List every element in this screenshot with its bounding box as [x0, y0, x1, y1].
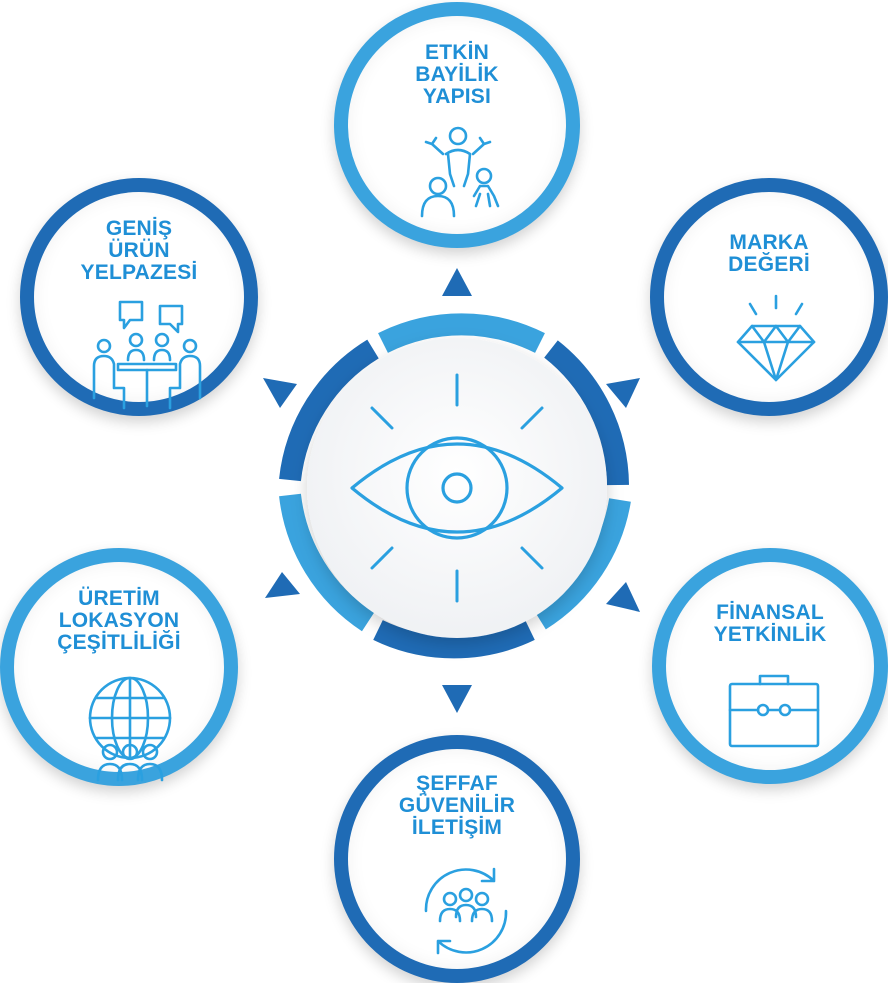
- ring-segment: [279, 339, 379, 482]
- ring-segment: [534, 498, 631, 630]
- arrow-upper-right: [606, 378, 640, 408]
- node-finansal-yetkinlik: FİNANSAL YETKİNLİK: [652, 548, 888, 784]
- node-title: ÜRETİM LOKASYON ÇEŞİTLİLİĞİ: [57, 587, 181, 654]
- briefcase-icon: [728, 674, 820, 748]
- node-title: MARKA DEĞERİ: [728, 231, 810, 276]
- node-title: GENİŞ ÜRÜN YELPAZESİ: [80, 217, 198, 284]
- ring-segment: [373, 620, 535, 659]
- ring-segment: [279, 493, 375, 632]
- arrow-down: [442, 685, 472, 713]
- node-seffaf-iletisim: ŞEFFAF GÜVENİLİR İLETİŞİM: [334, 735, 580, 983]
- arrow-upper-left: [263, 378, 297, 408]
- globe-people-icon: [88, 676, 172, 782]
- center-disc: [307, 338, 607, 638]
- node-etkin-bayilik: ETKİN BAYİLİK YAPISI: [334, 2, 580, 248]
- team-cycle-icon: [424, 867, 508, 955]
- node-genis-urun: GENİŞ ÜRÜN YELPAZESİ: [20, 178, 258, 416]
- ring-segment: [378, 313, 545, 353]
- node-title: ŞEFFAF GÜVENİLİR İLETİŞİM: [398, 772, 516, 839]
- arrow-up: [442, 268, 472, 296]
- diamond-icon: [736, 294, 816, 382]
- ring-segment: [544, 340, 629, 486]
- arrow-lower-right: [606, 582, 640, 612]
- arrow-lower-left: [265, 572, 300, 598]
- eye-icon: [350, 436, 564, 540]
- node-marka-degeri: MARKA DEĞERİ: [650, 178, 888, 416]
- meeting-chat-icon: [92, 300, 202, 410]
- node-uretim-lokasyon: ÜRETİM LOKASYON ÇEŞİTLİLİĞİ: [0, 548, 238, 786]
- people-celebrating-icon: [420, 126, 500, 218]
- node-title: ETKİN BAYİLİK YAPISI: [415, 41, 499, 108]
- sun-rays: [370, 373, 544, 603]
- node-title: FİNANSAL YETKİNLİK: [713, 601, 827, 646]
